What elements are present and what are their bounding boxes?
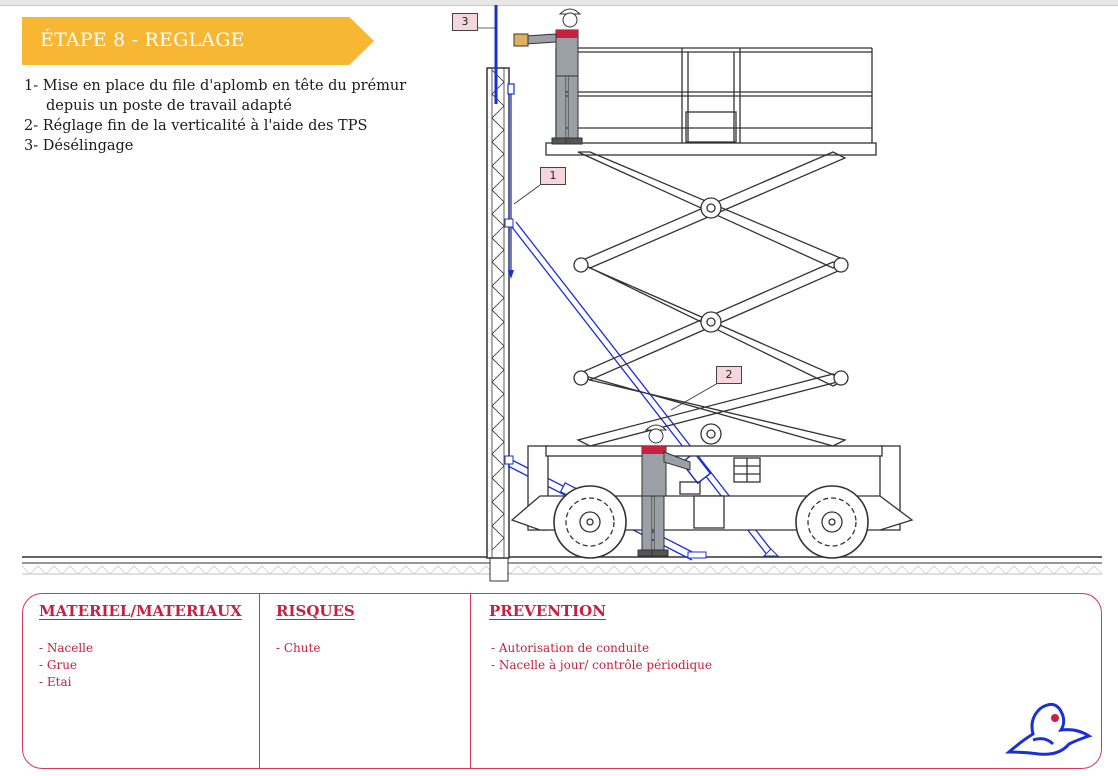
- materials-heading: MATERIEL/MATERIAUX: [39, 602, 242, 620]
- precast-wall: [486, 67, 510, 559]
- panel-divider-2: [470, 593, 471, 769]
- callout-1: 1: [540, 167, 566, 185]
- info-panel: [22, 593, 1102, 769]
- technical-drawing: [21, 5, 1103, 582]
- step-line-1: 1- Mise en place du file d'aplomb en têt…: [24, 78, 407, 94]
- list-item: - Autorisation de conduite: [491, 641, 650, 655]
- step-title: ÉTAPE 8 - REGLAGE: [40, 29, 245, 51]
- ground: [21, 556, 1103, 582]
- worker-on-platform: [513, 8, 583, 145]
- list-item: - Nacelle à jour/ contrôle périodique: [491, 658, 712, 672]
- step-list: 1- Mise en place du file d'aplomb en têt…: [24, 76, 444, 156]
- materials-list: - Nacelle - Grue - Etai: [39, 640, 93, 691]
- prevention-list: - Autorisation de conduite - Nacelle à j…: [491, 640, 712, 674]
- list-item: - Grue: [39, 658, 78, 672]
- worker-on-ground: [637, 424, 691, 557]
- list-item: - Etai: [39, 675, 72, 689]
- list-item: - Nacelle: [39, 641, 94, 655]
- plumb-line: [507, 83, 541, 279]
- crane-sling: [478, 5, 498, 104]
- panel-divider-1: [259, 593, 260, 769]
- scissor-lift: [510, 47, 914, 559]
- risks-heading: RISQUES: [276, 602, 355, 620]
- top-rule: [0, 0, 1118, 6]
- step-line-3: 3- Désélingage: [24, 138, 134, 154]
- step-line-1-cont: depuis un poste de travail adapté: [46, 98, 292, 114]
- callout-3: 3: [452, 13, 478, 31]
- step-line-2: 2- Réglage fin de la verticalité à l'aid…: [24, 118, 368, 134]
- risks-list: - Chute: [276, 640, 320, 657]
- prevention-heading: PREVENTION: [489, 602, 606, 620]
- safety-bird-logo-icon: [1004, 702, 1093, 756]
- step-banner: [22, 17, 374, 65]
- list-item: - Chute: [276, 641, 321, 655]
- callout-2: 2: [716, 366, 742, 384]
